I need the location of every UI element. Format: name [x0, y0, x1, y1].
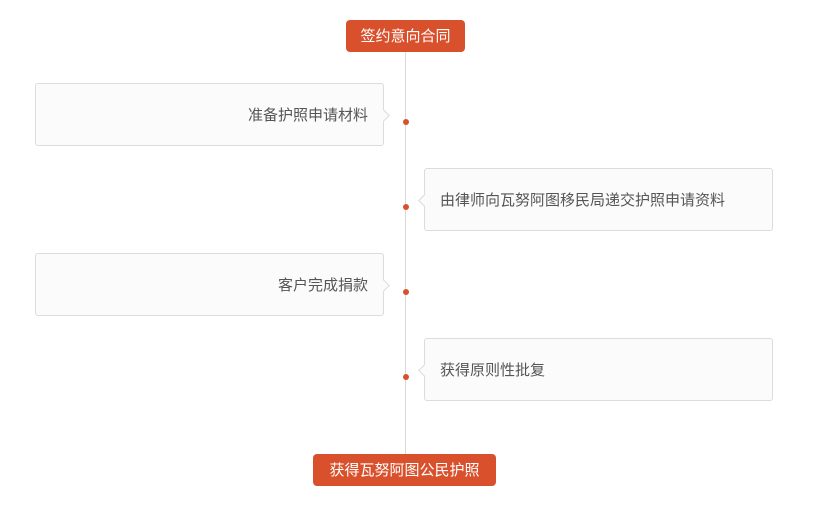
- timeline-dot-3: [403, 289, 409, 295]
- timeline-step-text: 获得原则性批复: [440, 361, 546, 379]
- timeline-dot-1: [403, 119, 409, 125]
- timeline-step-card-2: 由律师向瓦努阿图移民局递交护照申请资料: [418, 168, 773, 231]
- timeline-step-card-1: 准备护照申请材料: [35, 83, 390, 146]
- card-pointer: [418, 364, 431, 377]
- card-pointer: [418, 194, 431, 207]
- card-pointer: [377, 279, 390, 292]
- timeline-axis: [405, 50, 406, 468]
- timeline-dot-4: [403, 374, 409, 380]
- timeline-step-text: 客户完成捐款: [277, 276, 368, 294]
- timeline-step-card-4: 获得原则性批复: [418, 338, 773, 401]
- card-pointer: [377, 109, 390, 122]
- timeline-dot-2: [403, 204, 409, 210]
- timeline-step-text: 由律师向瓦努阿图移民局递交护照申请资料: [440, 191, 726, 209]
- end-step-badge: 获得瓦努阿图公民护照: [313, 454, 496, 486]
- timeline-step-text: 准备护照申请材料: [247, 106, 368, 124]
- timeline-step-card-3: 客户完成捐款: [35, 253, 390, 316]
- start-step-badge: 签约意向合同: [346, 20, 465, 52]
